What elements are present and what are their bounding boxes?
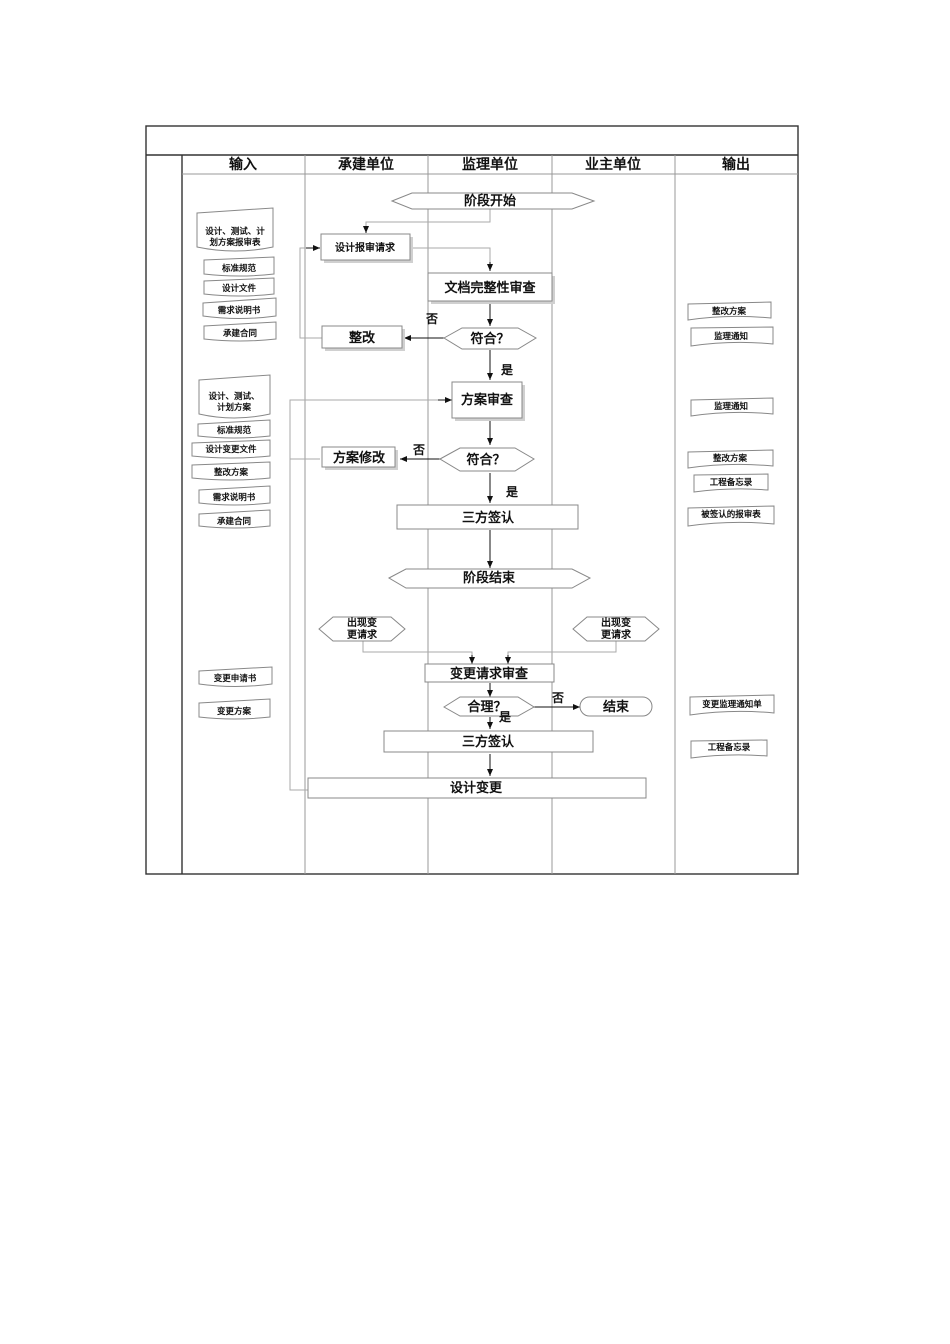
- input-doc-contract-2: [198, 509, 271, 529]
- output-doc-rectify-plan-1: [687, 301, 772, 321]
- input-doc-plan-2-line1: 设计、测试、: [208, 391, 259, 402]
- input-doc-rectify-plan-label: 整改方案: [214, 467, 249, 478]
- connector-right-change: [507, 641, 617, 662]
- input-doc-change-file-label: 设计变更文件: [205, 444, 257, 455]
- input-doc-plan-form-line1: 设计、测试、计: [205, 226, 265, 237]
- input-doc-standards-2: [197, 419, 271, 439]
- no-label-3: 否: [551, 691, 564, 705]
- output-doc-memo-1: [693, 473, 769, 493]
- output-doc-rectify-plan-1-label: 整改方案: [712, 306, 747, 317]
- input-doc-change-application: [198, 666, 273, 687]
- end-label: 结束: [603, 699, 630, 715]
- tri-sign1-label: 三方签认: [462, 510, 515, 526]
- plan-modify-label: 方案修改: [333, 450, 386, 466]
- end-terminal: [579, 696, 653, 717]
- input-doc-standards-2-label: 标准规范: [216, 425, 252, 436]
- input-doc-requirements-2: [198, 485, 271, 506]
- input-doc-change-plan-label: 变更方案: [217, 706, 252, 717]
- comply2-label: 符合？: [466, 452, 505, 468]
- header-output: 输出: [722, 156, 750, 173]
- input-doc-standards-1: [203, 256, 275, 277]
- change-request-right-line1: 出现变: [601, 616, 631, 629]
- yes-label-3: 是: [498, 710, 512, 724]
- yes-label-2: 是: [505, 485, 519, 499]
- comply1-label: 符合？: [470, 331, 509, 347]
- connector-modify-loop: [289, 399, 444, 460]
- change-request-left-shape: [318, 616, 406, 642]
- rectify-box: [321, 325, 403, 349]
- input-doc-requirements-1: [202, 297, 277, 319]
- design-change-label: 设计变更: [450, 780, 503, 796]
- connector-left-change: [362, 641, 473, 662]
- yes-label-1: 是: [500, 363, 514, 377]
- design-submit-box: [320, 233, 411, 261]
- output-doc-rectify-plan-2: [687, 449, 774, 469]
- input-doc-standards-1-label: 标准规范: [221, 263, 257, 274]
- doc-review-label: 文档完整性审查: [444, 280, 536, 296]
- comply2-decision: [438, 447, 535, 472]
- header-owner: 业主单位: [585, 156, 641, 173]
- input-doc-contract-1: [203, 321, 277, 342]
- reasonable-decision: [443, 696, 535, 717]
- output-doc-signed-form: [687, 505, 775, 527]
- tri-sign2-label: 三方签认: [462, 734, 515, 750]
- plan-modify-box: [321, 446, 396, 468]
- input-doc-contract-2-label: 承建合同: [217, 516, 251, 527]
- stage-start-shape: [390, 192, 596, 210]
- input-doc-design-file: [203, 277, 275, 297]
- input-doc-change-plan: [198, 698, 271, 720]
- output-doc-notice-2-label: 监理通知: [714, 401, 748, 412]
- input-doc-requirements-2-label: 需求说明书: [213, 492, 256, 503]
- output-doc-notice-2: [690, 397, 774, 417]
- connector-change-loop: [289, 459, 308, 791]
- change-review-label: 变更请求审查: [450, 666, 529, 682]
- output-doc-change-notice-label: 变更监理通知单: [702, 699, 762, 710]
- output-doc-notice-1: [690, 326, 774, 347]
- outer-frame: [145, 125, 799, 875]
- input-doc-plan-2: [198, 374, 271, 419]
- change-review-box: [424, 663, 555, 683]
- output-doc-memo-2-label: 工程备忘录: [708, 742, 751, 753]
- comply1-decision: [443, 327, 537, 350]
- input-doc-design-file-label: 设计文件: [222, 283, 257, 294]
- input-doc-rectify-plan: [191, 461, 271, 481]
- input-doc-plan-2-line2: 计划方案: [217, 402, 252, 413]
- rectify-label: 整改: [348, 330, 376, 346]
- change-request-left-line2: 更请求: [347, 628, 378, 641]
- tri-sign2-box: [383, 730, 594, 753]
- connector-submit-to-review: [410, 247, 491, 268]
- input-doc-plan-form: [196, 207, 274, 252]
- change-request-right-shape: [572, 616, 660, 642]
- tri-sign1-box: [396, 504, 579, 530]
- change-request-right-line2: 更请求: [601, 628, 632, 641]
- stage-start-label: 阶段开始: [464, 193, 516, 209]
- connector-rectify-loop: [299, 247, 323, 339]
- plan-review-label: 方案审查: [461, 392, 514, 408]
- plan-review-box: [451, 381, 523, 419]
- input-doc-contract-1-label: 承建合同: [223, 328, 257, 339]
- output-doc-memo-1-label: 工程备忘录: [710, 477, 753, 488]
- stage-end-label: 阶段结束: [463, 570, 516, 586]
- header-contractor: 承建单位: [338, 156, 394, 173]
- design-submit-label: 设计报审请求: [335, 241, 396, 254]
- design-change-box: [307, 777, 647, 799]
- input-doc-requirements-1-label: 需求说明书: [218, 305, 261, 316]
- input-doc-change-file: [191, 439, 271, 459]
- stage-end-shape: [387, 568, 592, 589]
- header-input: 输入: [229, 156, 257, 173]
- input-doc-change-application-label: 变更申请书: [214, 673, 257, 684]
- output-doc-notice-1-label: 监理通知: [714, 331, 748, 342]
- output-doc-signed-form-label: 被签认的报审表: [701, 509, 761, 520]
- output-doc-change-notice: [689, 694, 775, 716]
- doc-review-box: [427, 272, 553, 302]
- reasonable-label: 合理？: [467, 699, 506, 715]
- no-label-2: 否: [412, 443, 425, 457]
- no-label-1: 否: [425, 312, 438, 326]
- change-request-left-line1: 出现变: [347, 616, 377, 629]
- header-supervisor: 监理单位: [462, 156, 518, 173]
- output-doc-rectify-plan-2-label: 整改方案: [713, 453, 748, 464]
- input-doc-plan-form-line2: 划方案报审表: [209, 237, 261, 248]
- output-doc-memo-2: [690, 739, 768, 759]
